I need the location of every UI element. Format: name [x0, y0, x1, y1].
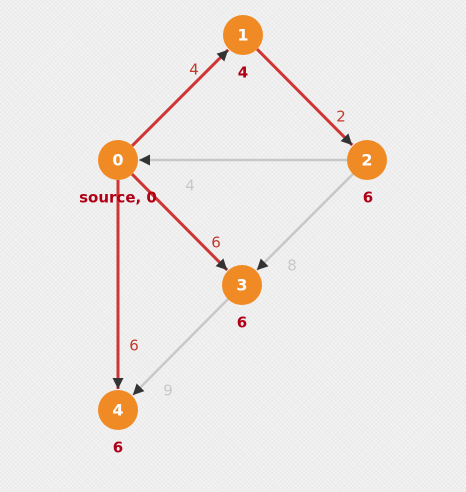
edge-1-2 [256, 48, 354, 147]
edge-weight-0-3: 6 [211, 234, 221, 252]
edge-0-3 [131, 173, 229, 272]
node-circle-3[interactable] [222, 265, 262, 305]
node-distance-4: 6 [113, 439, 123, 457]
edges-layer: 4 2 4 6 8 6 9 [112, 48, 354, 400]
node-distance-1: 4 [238, 64, 248, 82]
edge-weight-3-4: 9 [163, 382, 173, 400]
node-circle-4[interactable] [98, 390, 138, 430]
edge-weight-2-3: 8 [287, 257, 297, 275]
node-distance-3: 6 [237, 314, 247, 332]
node-label-4: 4 [112, 401, 123, 420]
node-0[interactable]: 0 source, 0 [79, 140, 157, 207]
node-4[interactable]: 46 [98, 390, 138, 457]
node-label-3: 3 [236, 276, 247, 295]
node-distance-2: 6 [363, 189, 373, 207]
node-2[interactable]: 26 [347, 140, 387, 207]
node-circle-1[interactable] [223, 15, 263, 55]
edge-0-1 [131, 48, 230, 147]
edge-weight-0-4: 6 [129, 337, 139, 355]
edge-weight-0-1: 4 [189, 61, 199, 79]
node-label-2: 2 [361, 151, 372, 170]
node-3[interactable]: 36 [222, 265, 262, 332]
node-circle-0[interactable] [98, 140, 138, 180]
edge-2-3 [255, 173, 354, 272]
node-1[interactable]: 14 [223, 15, 263, 82]
node-label-0: 0 [112, 151, 123, 170]
edge-3-4 [131, 298, 229, 396]
node-label-1: 1 [237, 26, 248, 45]
node-distance-0: source, 0 [79, 189, 157, 207]
edge-weight-2-0: 4 [185, 177, 195, 195]
node-circle-2[interactable] [347, 140, 387, 180]
edge-weight-1-2: 2 [336, 108, 346, 126]
